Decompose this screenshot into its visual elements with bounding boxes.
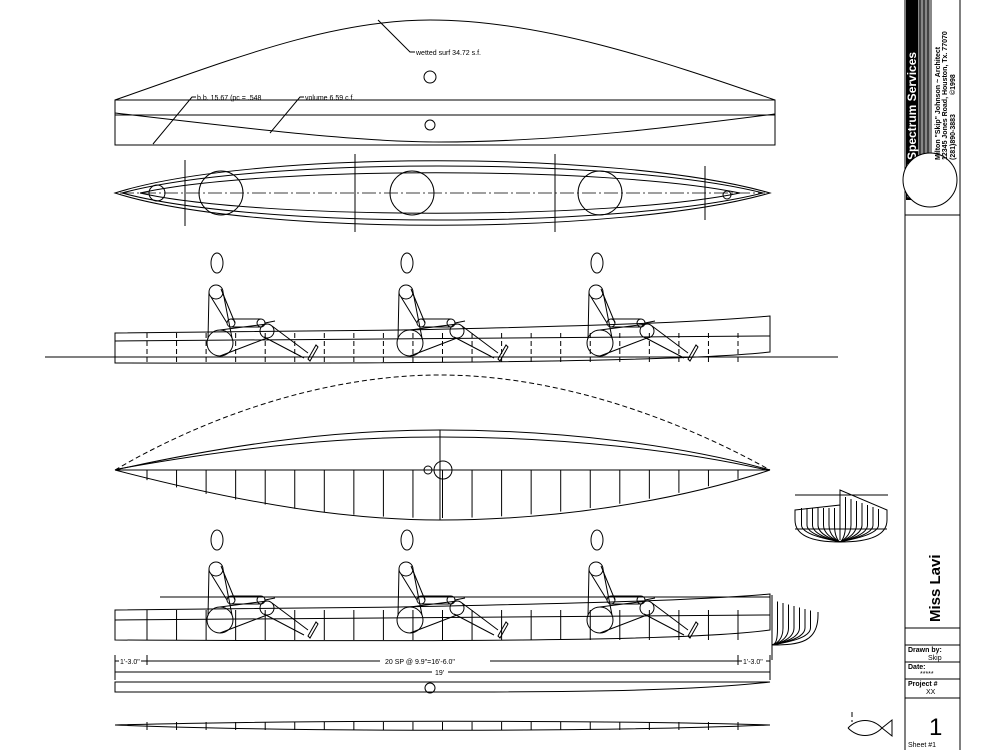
paddle-grip — [264, 597, 276, 601]
stern-overhang-dimension: 1'-3.0" — [743, 659, 763, 666]
paddle-grip — [264, 320, 276, 324]
upper-arm — [590, 288, 616, 324]
bow-overhang-dimension: 1'-3.0" — [120, 659, 140, 666]
shin — [643, 602, 689, 636]
overall-length-dimension: 19' — [435, 670, 444, 677]
shin — [453, 325, 499, 359]
section-curve — [801, 508, 841, 543]
thigh — [409, 323, 458, 357]
project-name: Miss Lavi — [927, 554, 944, 622]
torso — [587, 568, 613, 617]
architect-name: Milton "Skip" Johnson ~ Architect — [935, 46, 942, 160]
paddle-grip — [454, 597, 466, 601]
shoulder-joint — [588, 561, 604, 577]
date-label: Date: — [908, 664, 926, 671]
sheet-number: 1 — [929, 714, 942, 741]
thigh — [219, 600, 268, 634]
foot — [687, 344, 699, 362]
paddler-figure — [206, 252, 319, 362]
section-curve — [839, 497, 846, 543]
volume-label: volume 6.59 c.f. — [305, 95, 354, 102]
address: 12345 Jones Road, Houston, Tx. 77070 — [942, 31, 949, 160]
shin — [643, 325, 689, 359]
drawn-by-value: Skip — [928, 655, 942, 662]
thigh — [219, 323, 268, 357]
drawn-by-label: Drawn by: — [908, 647, 942, 654]
shoulder-joint — [398, 561, 414, 577]
hand — [256, 318, 266, 328]
upper-arm — [210, 288, 236, 324]
elbow-joint — [226, 318, 236, 328]
shoulder-joint — [208, 284, 224, 300]
head — [400, 529, 414, 551]
thigh — [599, 323, 648, 357]
profile-view-2 — [114, 529, 771, 642]
upper-arm — [210, 565, 236, 601]
buoyancy-label: b.b. 15.67 (pc = .548 — [197, 95, 262, 102]
body-plan-sections — [771, 489, 888, 660]
paddler-figure — [586, 529, 699, 639]
torso — [207, 568, 233, 617]
paddle-grip — [454, 320, 466, 324]
date-value: ***** — [920, 671, 934, 678]
wetted-surface-label: wetted surf 34.72 s.f. — [415, 50, 481, 57]
section-curve — [834, 508, 841, 543]
foot — [687, 621, 699, 639]
phone: (281)890-3883 — [950, 114, 957, 160]
fish-icon — [847, 712, 893, 738]
hand — [446, 318, 456, 328]
shin — [263, 325, 309, 359]
paddler-figure — [396, 529, 509, 639]
section-curve — [771, 610, 811, 646]
head — [210, 529, 224, 551]
torso — [587, 291, 613, 340]
knee-joint — [449, 323, 465, 339]
shoulder-joint — [588, 284, 604, 300]
profile-view-1 — [45, 252, 838, 364]
knee-joint — [449, 600, 465, 616]
foot — [497, 621, 509, 639]
upper-arm — [400, 288, 426, 324]
paddler-figure — [396, 252, 509, 362]
head — [210, 252, 224, 274]
shoulder-joint — [398, 284, 414, 300]
half-breadth-view — [114, 374, 771, 521]
torso — [397, 568, 423, 617]
torso — [397, 291, 423, 340]
foot — [497, 344, 509, 362]
foot — [307, 344, 319, 362]
upper-arm — [590, 565, 616, 601]
thigh — [599, 600, 648, 634]
plan-view — [113, 154, 772, 232]
foot — [307, 621, 319, 639]
head — [590, 529, 604, 551]
paddle-grip — [644, 320, 656, 324]
paddle-grip — [644, 597, 656, 601]
deck-strip-views — [114, 681, 771, 731]
knee-joint — [639, 323, 655, 339]
paddler-figure — [586, 252, 699, 362]
torso — [207, 291, 233, 340]
area-curve-view: wetted surf 34.72 s.f. b.b. 15.67 (pc = … — [114, 19, 776, 146]
copyright: ©1998 — [949, 74, 957, 95]
head — [400, 252, 414, 274]
shoulder-joint — [208, 561, 224, 577]
head — [590, 252, 604, 274]
section-curve — [771, 601, 778, 646]
sheet-label: Sheet #1 — [908, 742, 936, 749]
project-number-label: Project # — [908, 681, 938, 688]
station-spacing-dimension: 20 SP @ 9.9"=16'-6.0" — [385, 659, 455, 666]
upper-arm — [400, 565, 426, 601]
title-block: Broad Spectrum Services Milton "Skip" Jo… — [902, 0, 961, 750]
shin — [263, 602, 309, 636]
elbow-joint — [416, 318, 426, 328]
shin — [453, 602, 499, 636]
paddler-figure — [206, 529, 319, 639]
thigh — [409, 600, 458, 634]
knee-joint — [639, 600, 655, 616]
section-curve — [839, 509, 879, 543]
project-number-value: XX — [926, 689, 936, 696]
elbow-joint — [606, 318, 616, 328]
dimension-lines: 1'-3.0" 20 SP @ 9.9"=16'-6.0" 1'-3.0" 19… — [114, 655, 771, 680]
